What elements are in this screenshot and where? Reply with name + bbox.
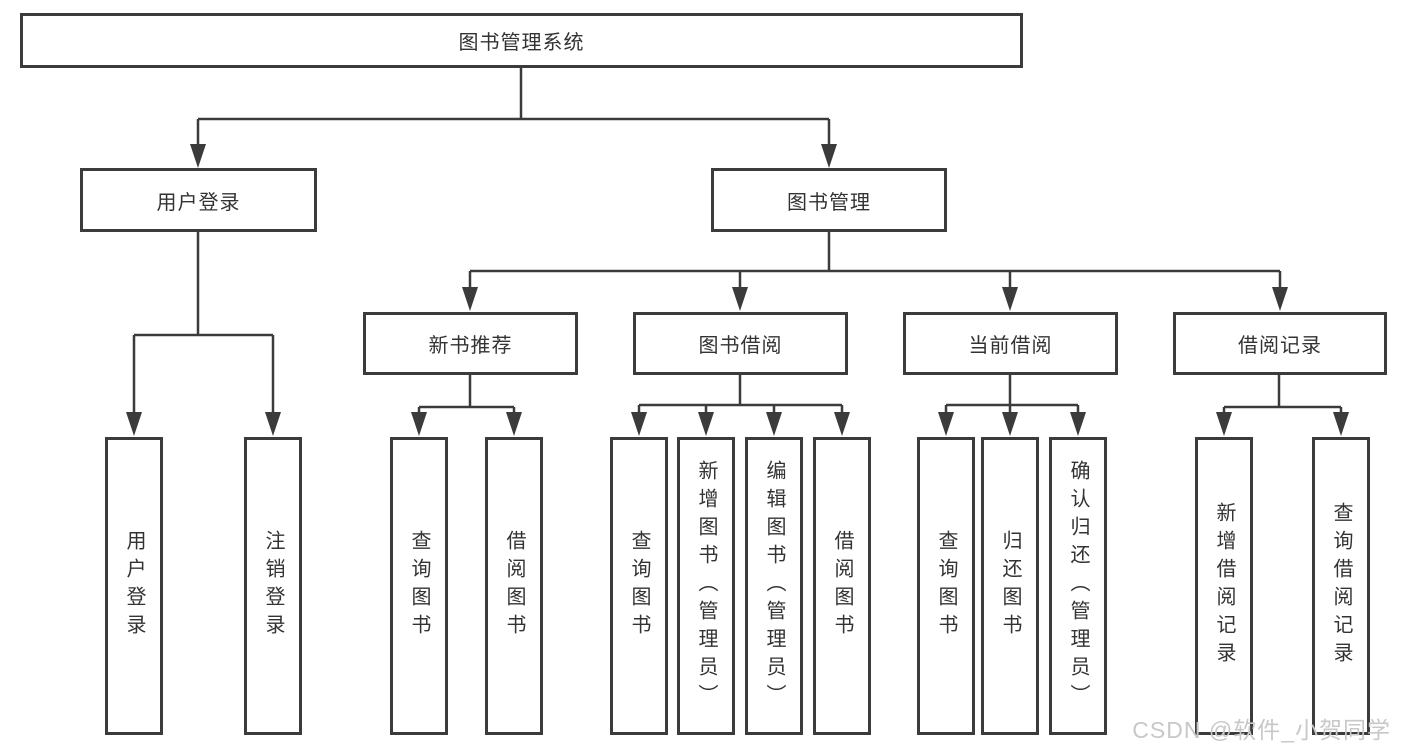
connector-bookmgmt-to-level3 [468,232,1282,290]
leaf-query-book-current: 查询图书 [917,437,975,735]
leaf-borrow-book: 借阅图书 [813,437,871,735]
leaf-borrow-book-recommend: 借阅图书 [485,437,543,735]
connector-bookborrow-to-leaves [637,375,844,414]
arrowhead-borrow-records [1272,287,1288,311]
connector-root-to-level2 [196,68,831,146]
leaf-query-book-current-label: 查询图书 [935,530,957,642]
leaf-edit-book-admin: 编辑图书（管理员） [745,437,803,735]
leaf-borrow-book-recommend-label: 借阅图书 [503,530,525,642]
leaf-edit-book-admin-label: 编辑图书（管理员） [763,460,785,712]
node-new-book-recommend-label: 新书推荐 [428,335,513,357]
connector-records-to-leaves [1222,375,1343,414]
leaf-return-book-label: 归还图书 [999,530,1021,642]
connector-newbook-to-leaves [417,375,516,414]
csdn-watermark: CSDN @软件_小贺同学 [1132,717,1391,743]
arrowhead-leaf-return-book [1002,412,1018,436]
leaf-confirm-return-admin-label: 确认归还（管理员） [1067,460,1089,712]
node-book-mgmt-label: 图书管理 [787,191,871,214]
arrowhead-current-borrow [1002,287,1018,311]
leaf-query-book-borrow: 查询图书 [610,437,668,735]
arrowhead-user-login [190,144,206,168]
arrowhead-book-borrow [732,287,748,311]
leaf-confirm-return-admin: 确认归还（管理员） [1049,437,1107,735]
node-book-borrow: 图书借阅 [633,312,848,375]
arrowhead-leaf-edit-book [766,412,782,436]
leaf-add-borrow-record: 新增借阅记录 [1195,437,1253,735]
arrowhead-leaf-borrow-book-c [834,412,850,436]
arrowhead-leaf-query-book-c [631,412,647,436]
leaf-borrow-book-label: 借阅图书 [831,530,853,642]
node-user-login-label: 用户登录 [156,191,241,214]
leaf-return-book: 归还图书 [981,437,1039,735]
node-new-book-recommend: 新书推荐 [363,312,578,375]
node-root-label: 图书管理系统 [458,32,585,54]
leaf-user-login: 用户登录 [105,437,163,735]
leaf-query-book-recommend: 查询图书 [390,437,448,735]
node-borrow-records: 借阅记录 [1173,312,1387,375]
arrowhead-leaf-logout [265,412,281,436]
node-root: 图书管理系统 [20,13,1023,68]
leaf-add-book-admin-label: 新增图书（管理员） [695,460,717,712]
arrowhead-new-book [462,287,478,311]
node-book-borrow-label: 图书借阅 [698,335,783,357]
leaf-query-book-recommend-label: 查询图书 [408,530,430,642]
node-current-borrow-label: 当前借阅 [968,335,1053,357]
arrowhead-leaf-add-record [1216,412,1232,436]
leaf-query-borrow-record: 查询借阅记录 [1312,437,1370,735]
node-book-mgmt: 图书管理 [711,168,947,232]
connector-userlogin-to-leaves [132,232,275,414]
leaf-logout-label: 注销登录 [262,530,284,642]
arrowhead-leaf-query-book-b [411,412,427,436]
leaf-add-borrow-record-label: 新增借阅记录 [1213,502,1235,670]
arrowhead-leaf-borrow-book-b [506,412,522,436]
arrowhead-leaf-query-book-d [938,412,954,436]
leaf-query-borrow-record-label: 查询借阅记录 [1330,502,1352,670]
arrowhead-leaf-add-book [698,412,714,436]
arrowhead-leaf-user-login [126,412,142,436]
leaf-add-book-admin: 新增图书（管理员） [677,437,735,735]
node-borrow-records-label: 借阅记录 [1238,335,1322,357]
leaf-logout: 注销登录 [244,437,302,735]
arrowhead-leaf-confirm-return [1070,412,1086,436]
leaf-user-login-label: 用户登录 [123,530,145,642]
arrowhead-leaf-query-record [1333,412,1349,436]
node-user-login: 用户登录 [80,168,317,232]
node-current-borrow: 当前借阅 [903,312,1118,375]
connector-currentborrow-to-leaves [944,375,1080,414]
arrowhead-book-mgmt [821,144,837,168]
leaf-query-book-borrow-label: 查询图书 [628,530,650,642]
